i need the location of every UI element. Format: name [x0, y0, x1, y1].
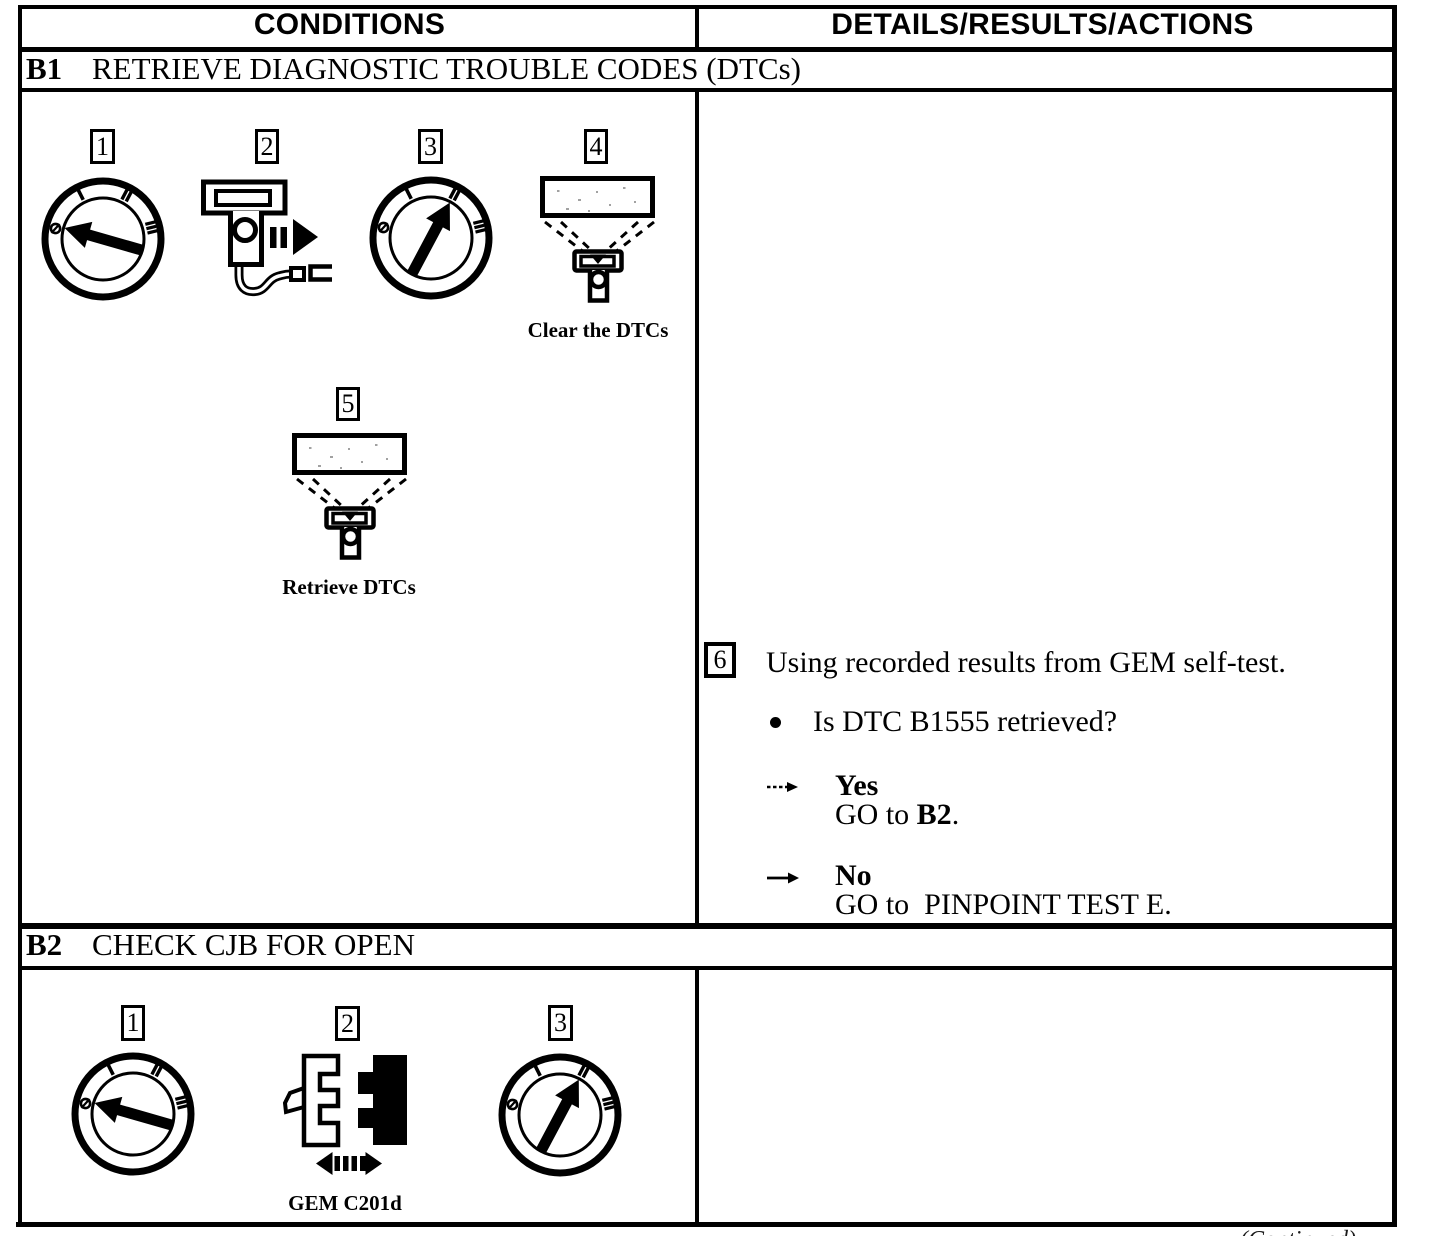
ignition-key-run-icon	[366, 173, 496, 303]
yes-action-pre: GO to	[835, 798, 917, 831]
b2-step3-number-box: 3	[548, 1005, 573, 1041]
jumper-wire-icon	[195, 175, 335, 300]
b2-title-bottom-line	[18, 966, 1396, 970]
yes-label: Yes	[835, 769, 879, 802]
b2-step2-number: 2	[341, 1008, 354, 1038]
b1-title-bottom-line	[18, 88, 1396, 92]
b2-step3-number: 3	[554, 1008, 567, 1037]
b1-step5-caption: Retrieve DTCs	[282, 574, 416, 599]
table-border-bottom	[16, 1222, 1396, 1227]
yes-action-target: B2	[916, 798, 952, 831]
no-label: No	[835, 859, 872, 892]
b1-step6-number-box: 6	[704, 642, 736, 678]
b2-step2-caption: GEM C201d	[288, 1191, 402, 1216]
ignition-key-off-icon	[68, 1049, 198, 1179]
b2-step2-number-box: 2	[335, 1006, 360, 1041]
b1-step5-number-box: 5	[336, 387, 360, 421]
header-row-separator	[18, 47, 1396, 52]
yes-arrow-icon	[767, 780, 800, 794]
table-border-right	[1392, 5, 1397, 1227]
no-action-post: PINPOINT TEST E.	[924, 888, 1172, 921]
b1-step2-number-box: 2	[255, 129, 279, 164]
b2-step1-number: 1	[126, 1008, 140, 1037]
b1-question: Is DTC B1555 retrieved?	[813, 705, 1118, 738]
b1-step1-number: 1	[96, 131, 109, 161]
b1-step-id: B1	[26, 50, 63, 86]
b2-step-id: B2	[26, 926, 63, 962]
b1-step4-number: 4	[589, 131, 603, 161]
b1-step2-number: 2	[260, 131, 274, 161]
details-column-header: DETAILS/RESULTS/ACTIONS	[831, 7, 1254, 41]
yes-action-post: .	[951, 798, 960, 831]
continued-marker: (Continued)	[1240, 1228, 1356, 1236]
self-test-lamp-retrieve-icon	[287, 427, 417, 567]
table-border-left	[18, 5, 22, 1227]
table-border-top	[20, 5, 1396, 9]
b1-step3-number-box: 3	[418, 129, 443, 164]
b2-step-title: CHECK CJB FOR OPEN	[92, 926, 415, 962]
column-divider-b1	[695, 92, 699, 923]
b2-step1-number-box: 1	[121, 1005, 145, 1041]
b1-step1-number-box: 1	[90, 129, 115, 164]
self-test-lamp-clear-icon	[535, 170, 665, 310]
b1-step4-number-box: 4	[584, 129, 608, 164]
connector-pair-icon	[280, 1050, 420, 1180]
no-action-pre: GO to	[835, 888, 925, 921]
column-divider-b2	[695, 970, 699, 1222]
b1-step5-number: 5	[341, 389, 355, 418]
column-divider-header	[695, 5, 699, 47]
b1-step4-caption: Clear the DTCs	[527, 318, 669, 342]
conditions-column-header: CONDITIONS	[253, 7, 446, 41]
b1-content-bottom-line	[18, 923, 1396, 929]
b1-step6-number: 6	[713, 645, 727, 674]
b1-step3-number: 3	[424, 131, 437, 161]
ignition-key-off-icon	[38, 174, 168, 304]
no-arrow-icon	[767, 871, 801, 885]
b1-step6-instruction: Using recorded results from GEM self-tes…	[766, 646, 1286, 679]
ignition-key-run-icon	[495, 1050, 625, 1180]
b1-step-title: RETRIEVE DIAGNOSTIC TROUBLE CODES (DTCs)	[92, 50, 801, 86]
bullet-icon	[770, 717, 781, 728]
